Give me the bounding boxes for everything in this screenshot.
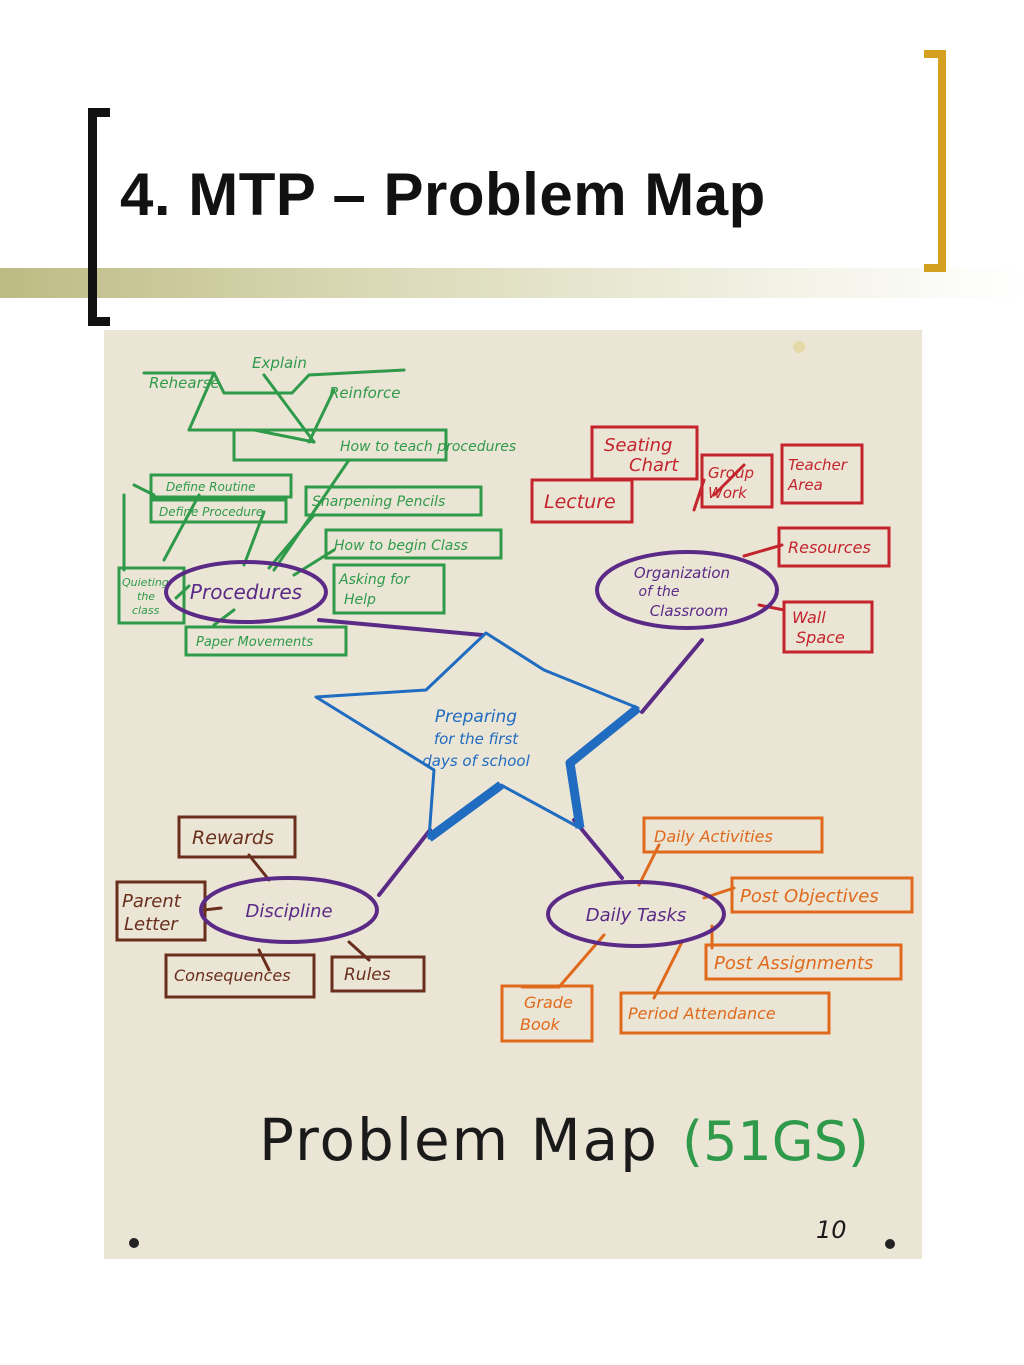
grade-line-2: Book — [520, 1015, 561, 1034]
title-underline-bar — [0, 268, 1024, 298]
procedures-boxes — [117, 428, 503, 657]
rewards-box — [177, 815, 297, 859]
hub-connectors — [317, 618, 704, 897]
parent-line-2: Letter — [124, 914, 179, 935]
center-text-line-3: days of school — [422, 752, 530, 770]
problem-map-diagram: Preparing for the first days of school E… — [115, 341, 914, 1249]
rewards-label: Rewards — [192, 827, 274, 849]
quieting-box — [117, 566, 186, 625]
right-bracket-decoration — [924, 50, 946, 272]
objectives-label: Post Objectives — [740, 886, 879, 907]
quieting-line-1: Quieting — [122, 576, 169, 589]
seating-box — [590, 425, 699, 481]
quieting-line-2: the — [137, 590, 155, 603]
wall-line-2: Space — [796, 628, 845, 647]
group-line-2: Work — [708, 484, 748, 502]
rehearse-label: Rehearse — [149, 374, 220, 392]
organization-boxes — [530, 425, 891, 654]
define-routine-label: Define Routine — [166, 480, 256, 494]
explain-label: Explain — [252, 354, 307, 372]
assignments-label: Post Assignments — [714, 953, 873, 974]
parent-line-1: Parent — [122, 891, 182, 912]
pin-dot-left — [129, 1238, 139, 1248]
discipline-hub-label: Discipline — [245, 901, 332, 922]
daily-hub-label: Daily Tasks — [586, 905, 687, 926]
slide-title: 4. MTP – Problem Map — [120, 161, 766, 228]
center-text-line-2: for the first — [434, 730, 519, 748]
page-number: 10 — [816, 1216, 847, 1244]
parent-box — [115, 880, 207, 942]
daily-hub — [546, 880, 726, 948]
procedures-hub — [164, 560, 328, 624]
how-to-teach-label: How to teach procedures — [340, 439, 516, 455]
organization-hub-line-1: Organization — [634, 564, 730, 582]
consequences-box — [164, 953, 316, 999]
objectives-box — [730, 876, 914, 914]
procedures-hub-label: Procedures — [190, 580, 302, 604]
paper-label: Paper Movements — [196, 635, 313, 650]
begin-class-box — [324, 528, 503, 560]
problem-map-photo: Preparing for the first days of school E… — [104, 330, 922, 1259]
define-procedure-label: Define Procedure — [159, 505, 263, 519]
paper-box — [184, 625, 348, 657]
asking-help-box — [332, 563, 446, 615]
asking-help-line-2: Help — [344, 592, 376, 608]
pin-dot-right — [885, 1239, 895, 1249]
center-text-line-1: Preparing — [435, 707, 517, 727]
sharpening-box — [304, 485, 483, 517]
consequences-label: Consequences — [174, 966, 291, 985]
lecture-label: Lecture — [544, 491, 616, 513]
discipline-boxes — [115, 815, 426, 999]
wall-box — [782, 600, 874, 654]
grade-box — [500, 984, 594, 1043]
grade-line-1: Grade — [524, 993, 573, 1012]
daily-boxes — [500, 816, 914, 1043]
attendance-box — [619, 991, 831, 1035]
resources-label: Resources — [788, 538, 871, 557]
define-procedure-box — [149, 498, 288, 524]
activities-label: Daily Activities — [654, 827, 773, 846]
discipline-hub — [199, 876, 379, 944]
left-bracket-decoration — [88, 108, 110, 326]
resources-box — [777, 526, 891, 568]
seating-line-1: Seating — [604, 435, 672, 456]
group-line-1: Group — [708, 464, 754, 482]
begin-class-label: How to begin Class — [334, 538, 468, 554]
teacher-line-1: Teacher — [788, 456, 848, 474]
teacher-box — [780, 443, 864, 505]
lecture-box — [530, 478, 634, 524]
central-star — [314, 631, 641, 842]
caption-code: (51GS) — [682, 1110, 869, 1173]
reinforce-label: Reinforce — [329, 384, 400, 402]
teacher-line-2: Area — [787, 476, 823, 494]
tape-mark — [793, 341, 805, 353]
group-box — [700, 453, 774, 509]
organization-hub-line-2: of the — [639, 584, 680, 600]
quieting-line-3: class — [132, 604, 160, 617]
caption-text: Problem Map — [259, 1106, 659, 1174]
wall-line-1: Wall — [792, 608, 826, 627]
attendance-label: Period Attendance — [628, 1004, 776, 1023]
rules-label: Rules — [344, 965, 391, 985]
how-to-teach-box — [232, 428, 448, 462]
asking-help-line-1: Asking for — [338, 572, 411, 588]
organization-hub — [595, 550, 779, 630]
seating-line-2: Chart — [629, 455, 679, 476]
organization-hub-line-3: Classroom — [650, 602, 729, 620]
assignments-box — [704, 943, 903, 981]
sharpening-label: Sharpening Pencils — [312, 494, 445, 510]
activities-box — [642, 816, 824, 854]
define-routine-box — [149, 473, 293, 499]
rules-box — [330, 955, 426, 993]
